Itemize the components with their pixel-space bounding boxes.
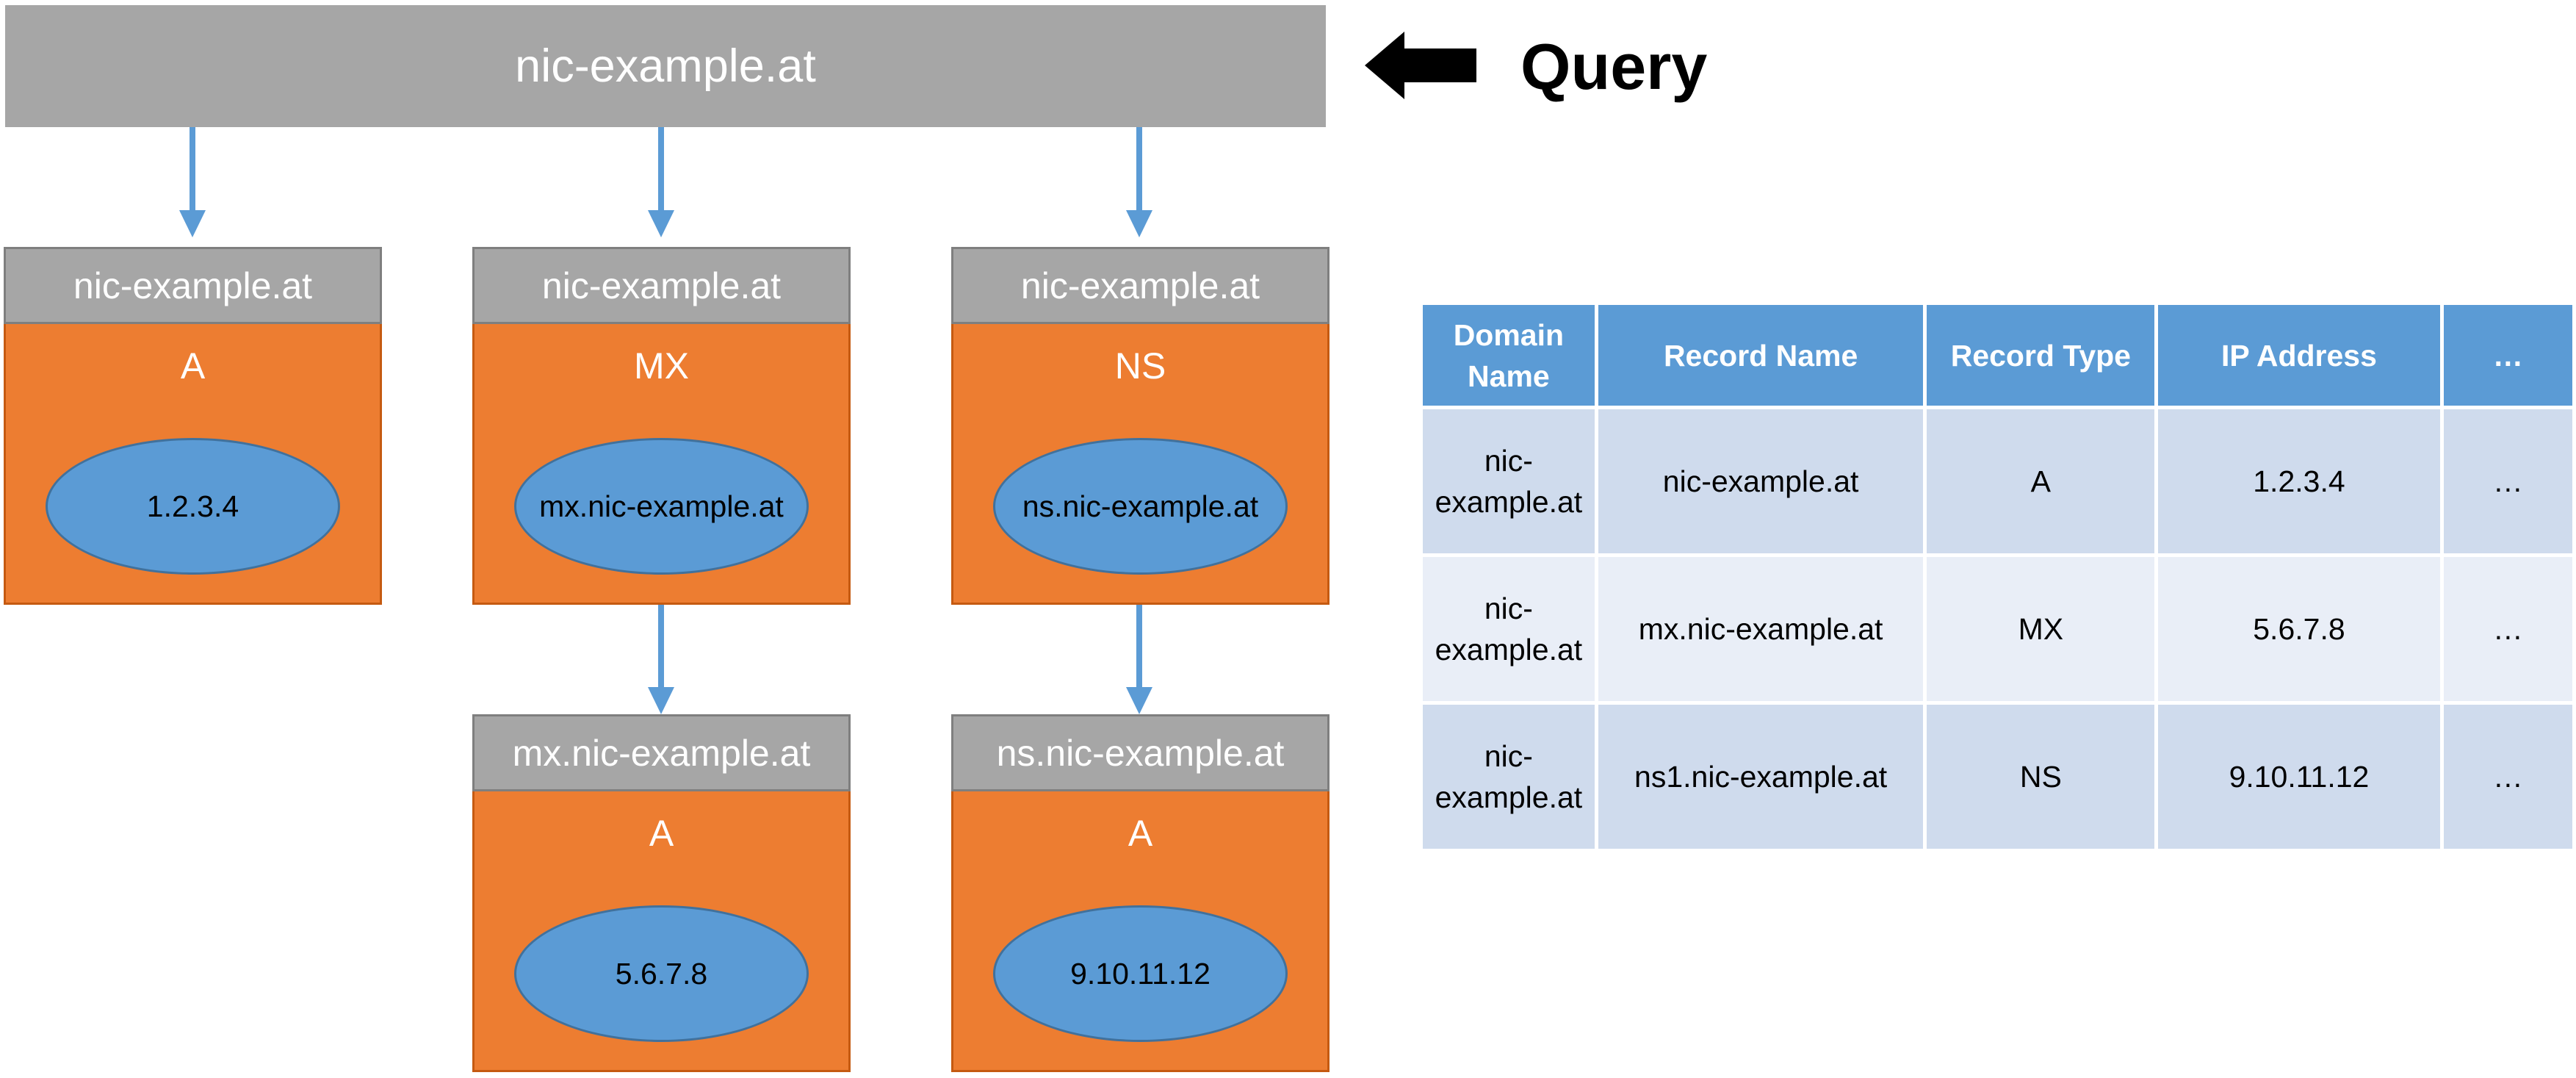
- record-value: 9.10.11.12: [993, 905, 1288, 1042]
- record-value: 5.6.7.8: [514, 905, 809, 1042]
- table-cell: …: [2439, 701, 2576, 852]
- table-cell: NS: [1923, 701, 2159, 852]
- record-body: MX mx.nic-example.at: [472, 324, 851, 605]
- record-name: nic-example.at: [951, 247, 1330, 324]
- table-row: nic-example.at nic-example.at A 1.2.3.4 …: [1419, 406, 2576, 557]
- left-arrow-icon: [1365, 32, 1476, 99]
- record-value: mx.nic-example.at: [514, 438, 809, 575]
- table-cell: …: [2439, 553, 2576, 705]
- table-cell: nic-example.at: [1419, 406, 1598, 557]
- record-value: ns.nic-example.at: [993, 438, 1288, 575]
- record-name: ns.nic-example.at: [951, 714, 1330, 791]
- record-type: MX: [634, 345, 689, 387]
- record-body: NS ns.nic-example.at: [951, 324, 1330, 605]
- column-header-more: …: [2439, 301, 2576, 409]
- record-type: A: [180, 345, 206, 387]
- arrow-to-mx-record: [648, 127, 674, 237]
- record-body: A 1.2.3.4: [4, 324, 382, 605]
- table-cell: A: [1923, 406, 2159, 557]
- column-header-domain-name: Domain Name: [1419, 301, 1598, 409]
- record-body: A 9.10.11.12: [951, 791, 1330, 1072]
- record-name: nic-example.at: [4, 247, 382, 324]
- arrow-to-ns-record: [1126, 127, 1152, 237]
- table-cell: ns1.nic-example.at: [1594, 701, 1927, 852]
- table-cell: 1.2.3.4: [2154, 406, 2444, 557]
- record-body: A 5.6.7.8: [472, 791, 851, 1072]
- record-type: A: [1128, 813, 1153, 854]
- query-domain-bar: nic-example.at: [5, 5, 1326, 127]
- table-header-row: Domain Name Record Name Record Type IP A…: [1419, 301, 2576, 409]
- arrow-to-mx-a-record: [648, 604, 674, 714]
- record-ns: nic-example.at NS ns.nic-example.at: [951, 247, 1330, 605]
- record-mx-a: mx.nic-example.at A 5.6.7.8: [472, 714, 851, 1072]
- table-cell: nic-example.at: [1419, 701, 1598, 852]
- record-name: nic-example.at: [472, 247, 851, 324]
- table-cell: nic-example.at: [1594, 406, 1927, 557]
- table-row: nic-example.at mx.nic-example.at MX 5.6.…: [1419, 553, 2576, 705]
- record-ns-a: ns.nic-example.at A 9.10.11.12: [951, 714, 1330, 1072]
- arrow-to-ns-a-record: [1126, 604, 1152, 714]
- table-cell: mx.nic-example.at: [1594, 553, 1927, 705]
- record-value: 1.2.3.4: [46, 438, 340, 575]
- query-label: Query: [1520, 30, 1708, 103]
- table-cell: nic-example.at: [1419, 553, 1598, 705]
- column-header-record-type: Record Type: [1923, 301, 2159, 409]
- record-mx: nic-example.at MX mx.nic-example.at: [472, 247, 851, 605]
- dns-records-table: Domain Name Record Name Record Type IP A…: [1419, 301, 2576, 852]
- table-cell: 9.10.11.12: [2154, 701, 2444, 852]
- table-cell: 5.6.7.8: [2154, 553, 2444, 705]
- column-header-record-name: Record Name: [1594, 301, 1927, 409]
- record-type: A: [649, 813, 674, 854]
- table-row: nic-example.at ns1.nic-example.at NS 9.1…: [1419, 701, 2576, 852]
- table-cell: MX: [1923, 553, 2159, 705]
- arrow-to-a-record: [179, 127, 206, 237]
- record-a: nic-example.at A 1.2.3.4: [4, 247, 382, 605]
- query-domain-label: nic-example.at: [515, 40, 816, 92]
- table-cell: …: [2439, 406, 2576, 557]
- record-name: mx.nic-example.at: [472, 714, 851, 791]
- record-type: NS: [1114, 345, 1166, 387]
- column-header-ip-address: IP Address: [2154, 301, 2444, 409]
